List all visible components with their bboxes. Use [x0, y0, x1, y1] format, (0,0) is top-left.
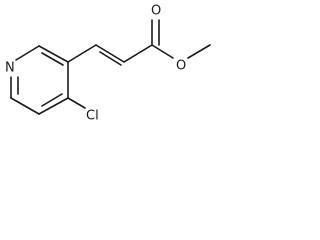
bond-vinyl-double	[95, 44, 125, 63]
pyridine-ring	[10, 45, 69, 115]
bond-c2-c3	[38, 45, 69, 63]
bond-c4-c5	[38, 97, 69, 115]
bond-c3-vinyl	[67, 44, 97, 63]
atom-chlorine: Cl	[86, 109, 99, 124]
bond-carbonyl-ester-o	[151, 44, 174, 59]
bond-c4-c5-double	[41, 93, 63, 107]
atom-carbonyl-oxygen: O	[151, 4, 161, 19]
bond-ester-o-methyl	[187, 44, 211, 59]
acrylate-chain	[67, 19, 211, 66]
bond-c4-cl	[67, 97, 86, 109]
bond-vinyl-double-inner	[99, 51, 122, 66]
chemical-structure: N Cl O O	[5, 4, 211, 124]
bond-vinyl-carbonyl	[123, 44, 153, 63]
atom-ester-oxygen: O	[176, 59, 186, 74]
bond-c5-c6	[10, 97, 40, 115]
bond-n-c2	[15, 45, 40, 61]
bond-c2-c3-double	[41, 52, 64, 66]
atom-ring-nitrogen: N	[5, 61, 15, 76]
